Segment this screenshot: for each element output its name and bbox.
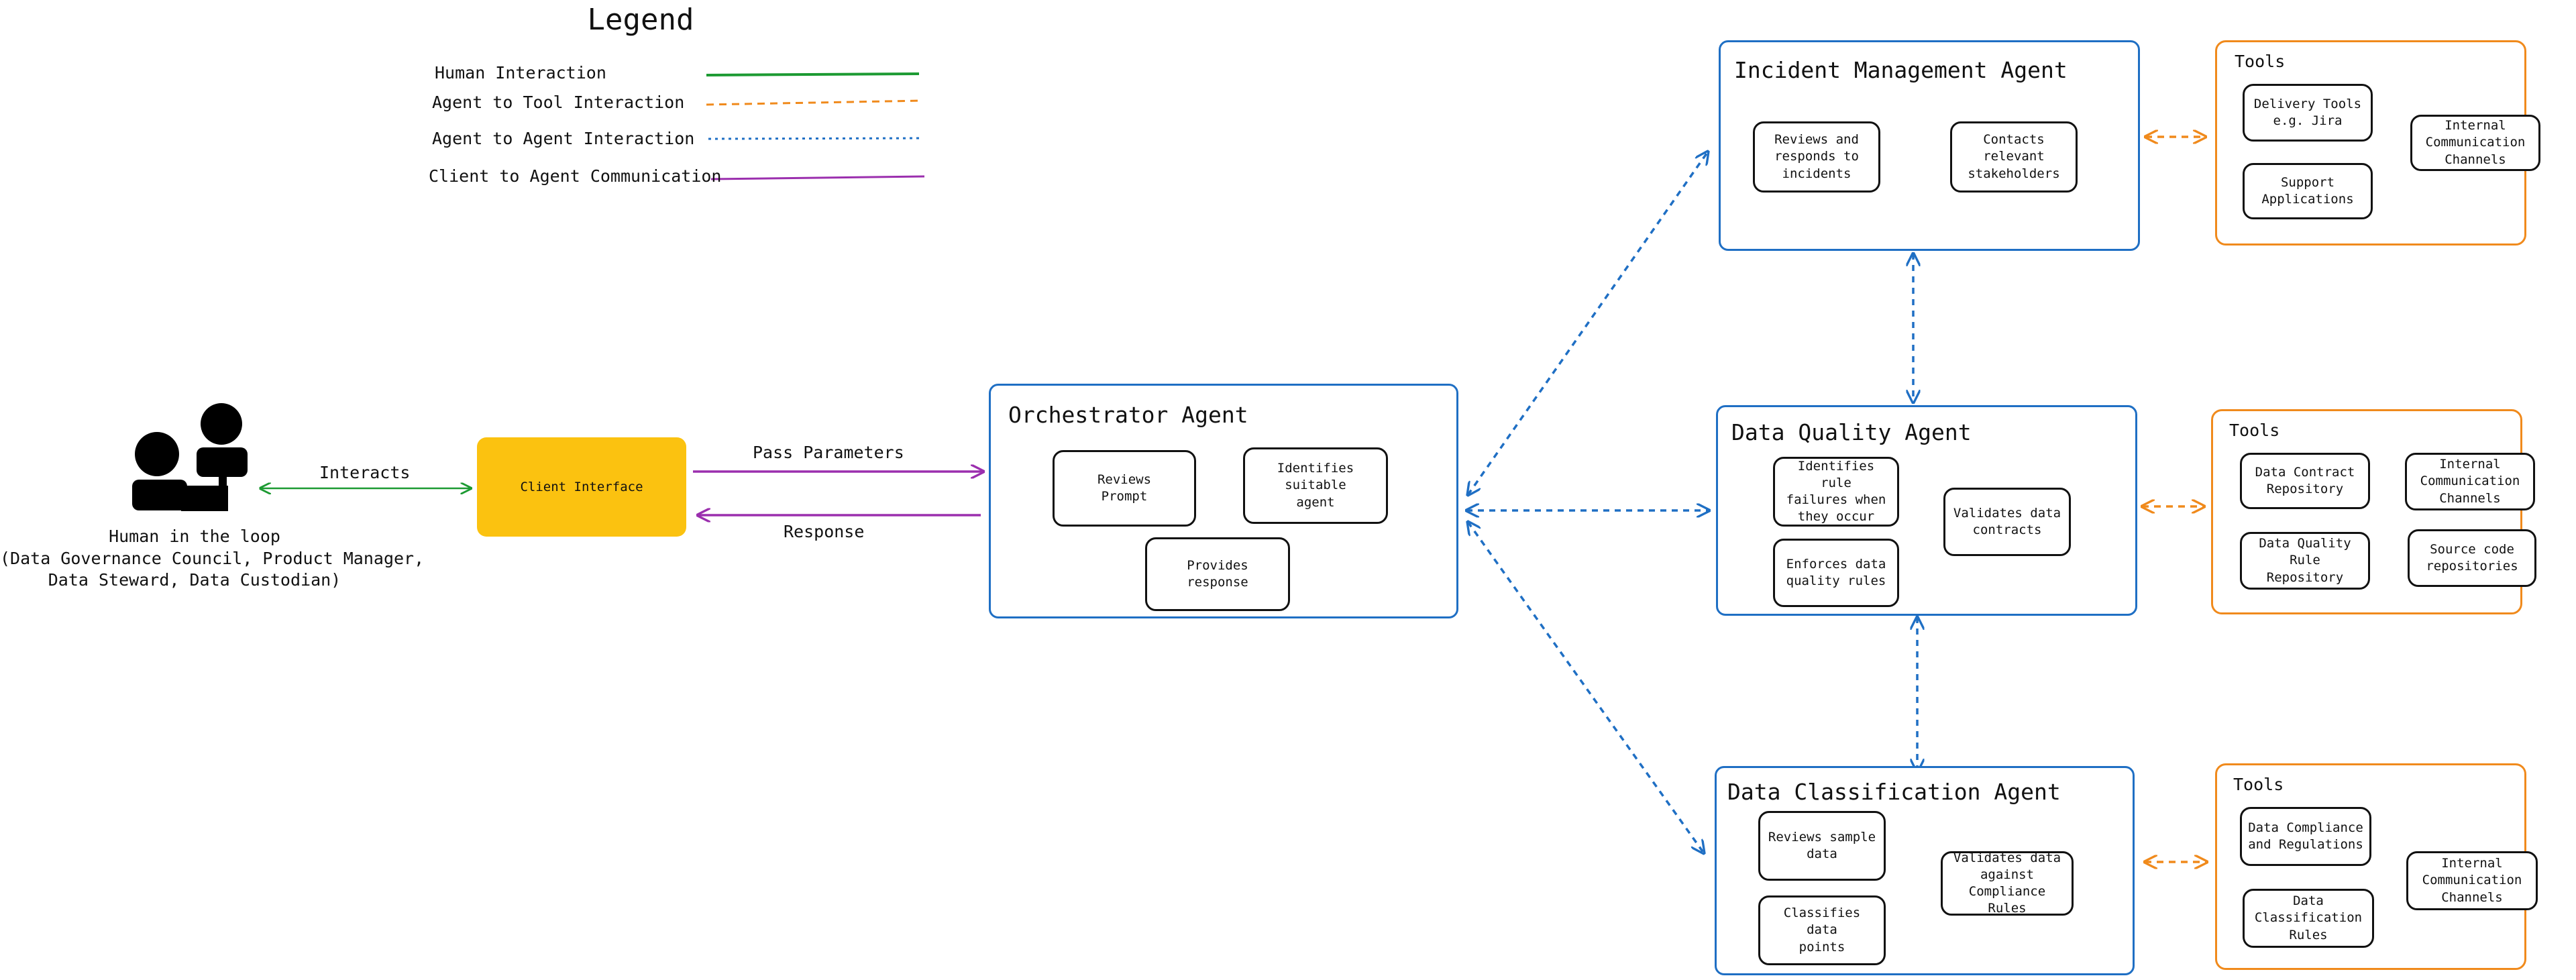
tool-data-quality-rule-repository: Data Quality Rule Repository (2240, 532, 2370, 590)
quality-agent-title: Data Quality Agent (1731, 419, 1972, 445)
legend-line-client-agent (710, 175, 925, 180)
tool-data-classification-rules: Data Classification Rules (2243, 889, 2374, 948)
task-classifies-data-points: Classifies data points (1758, 895, 1886, 965)
task-reviews-prompt: Reviews Prompt (1053, 450, 1196, 527)
tool-internal-communication: Internal Communication Channels (2405, 453, 2535, 510)
client-interface: Client Interface (477, 437, 686, 537)
task-identifies-rule-failures: Identifies rule failures when they occur (1773, 457, 1899, 527)
pass-parameters-label: Pass Parameters (753, 443, 904, 462)
legend-label-agent-agent: Agent to Agent Interaction (432, 129, 695, 148)
data-quality-agent: Data Quality Agent Identifies rule failu… (1716, 405, 2137, 616)
orchestrator-agent: Orchestrator Agent Reviews Prompt Identi… (989, 384, 1458, 618)
classification-tools: Tools Data Compliance and Regulations In… (2215, 763, 2538, 970)
legend-line-agent-tool (706, 99, 923, 106)
people-icon (132, 403, 248, 511)
incident-agent-title: Incident Management Agent (1734, 57, 2068, 83)
tool-support-applications: Support Applications (2243, 163, 2373, 219)
incident-tools: Tools Delivery Tools e.g. Jira Internal … (2215, 40, 2540, 246)
tool-internal-communication: Internal Communication Channels (2406, 851, 2538, 910)
legend-label-client-agent: Client to Agent Communication (429, 166, 722, 186)
human-caption-line2: (Data Governance Council, Product Manage… (0, 548, 425, 568)
legend-line-agent-agent (708, 137, 920, 140)
task-provides-response: Provides response (1145, 537, 1290, 611)
human-caption-line1: Human in the loop (109, 527, 280, 546)
task-validates-compliance: Validates data against Compliance Rules (1941, 851, 2074, 916)
human-caption-line3: Data Steward, Data Custodian) (48, 570, 341, 590)
task-contacts-stakeholders: Contacts relevant stakeholders (1950, 121, 2078, 193)
data-classification-agent: Data Classification Agent Reviews sample… (1715, 766, 2135, 975)
task-reviews-incidents: Reviews and responds to incidents (1753, 121, 1880, 193)
classification-agent-title: Data Classification Agent (1727, 779, 2061, 805)
response-label: Response (784, 522, 865, 541)
classification-tools-title: Tools (2233, 775, 2284, 794)
quality-tools: Tools Data Contract Repository Internal … (2211, 409, 2536, 614)
orchestrator-title: Orchestrator Agent (1008, 402, 1248, 428)
legend-title: Legend (587, 3, 694, 37)
incident-management-agent: Incident Management Agent Reviews and re… (1719, 40, 2140, 251)
quality-tools-title: Tools (2229, 421, 2280, 440)
legend-label-agent-tool: Agent to Tool Interaction (432, 93, 685, 112)
arrow-orch-incident (1468, 152, 1708, 495)
tool-data-compliance: Data Compliance and Regulations (2240, 807, 2371, 866)
task-validates-contracts: Validates data contracts (1943, 488, 2071, 556)
task-identifies-agent: Identifies suitable agent (1243, 447, 1388, 524)
human-caption: Human in the loop (Data Governance Counc… (0, 526, 425, 592)
interacts-label: Interacts (319, 463, 411, 482)
task-enforces-rules: Enforces data quality rules (1773, 539, 1899, 607)
tool-data-contract-repository: Data Contract Repository (2240, 453, 2370, 509)
legend-line-human (706, 72, 920, 76)
arrow-orch-classification (1468, 522, 1704, 853)
incident-tools-title: Tools (2235, 52, 2286, 71)
tool-internal-communication: Internal Communication Channels (2410, 115, 2540, 171)
task-reviews-sample-data: Reviews sample data (1758, 811, 1886, 881)
legend-label-human: Human Interaction (435, 63, 606, 83)
tool-source-code-repositories: Source code repositories (2408, 529, 2536, 587)
tool-delivery-tools: Delivery Tools e.g. Jira (2243, 84, 2373, 142)
